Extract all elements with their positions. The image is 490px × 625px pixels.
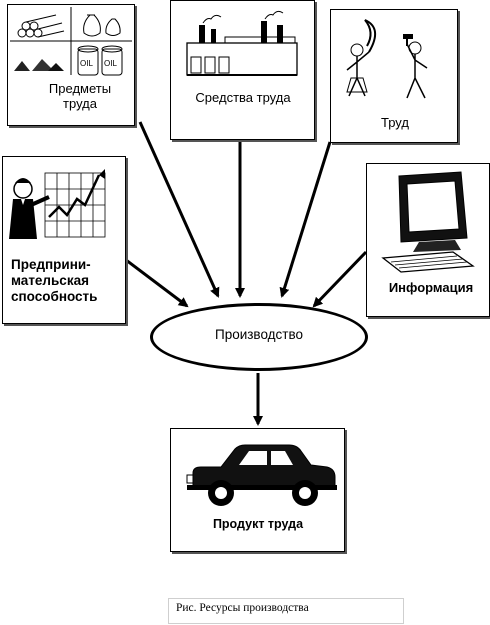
oil-barrels-icon: OIL OIL: [77, 45, 123, 76]
oil-label-1: OIL: [80, 59, 93, 68]
entrepreneur-icon: [9, 169, 106, 239]
logs-icon: [17, 14, 65, 38]
informaciya-label: Информация: [388, 280, 474, 295]
figure-caption: Рис. Ресурсы производства: [176, 602, 309, 614]
proizvodstvo-label: Производство: [214, 327, 304, 342]
produkt-label: Продукт труда: [212, 517, 304, 531]
node-proizvodstvo: [150, 303, 368, 371]
piles-icon: [14, 59, 64, 71]
factory-icon: [186, 10, 298, 76]
node-informaciya: Информация: [366, 163, 490, 317]
predmety-illustration: OIL OIL: [10, 7, 132, 76]
sacks-icon: [83, 14, 121, 37]
oil-label-2: OIL: [104, 59, 117, 68]
node-predprinimatelskaya: Предприни- мательская способность: [2, 156, 126, 324]
car-icon: [186, 444, 337, 506]
predmety-label: Предметы труда: [48, 81, 112, 111]
sredstva-label: Средства труда: [195, 90, 291, 105]
predprin-label: Предприни- мательская способность: [11, 257, 98, 304]
arrow-informaciya: [312, 250, 368, 308]
arrow-predprin: [125, 258, 189, 308]
node-predmety-truda: OIL OIL Предметы труда: [7, 4, 135, 126]
computer-icon: [381, 171, 475, 273]
arrow-trud: [279, 141, 332, 298]
caption-frame: [168, 598, 404, 624]
node-trud: Труд: [330, 9, 458, 143]
node-produkt-truda: Продукт труда: [170, 428, 345, 552]
trud-label: Труд: [381, 115, 409, 130]
arrow-predmety: [138, 121, 220, 298]
workers-icon: [346, 19, 428, 99]
node-sredstva-truda: Средства труда: [170, 0, 315, 140]
